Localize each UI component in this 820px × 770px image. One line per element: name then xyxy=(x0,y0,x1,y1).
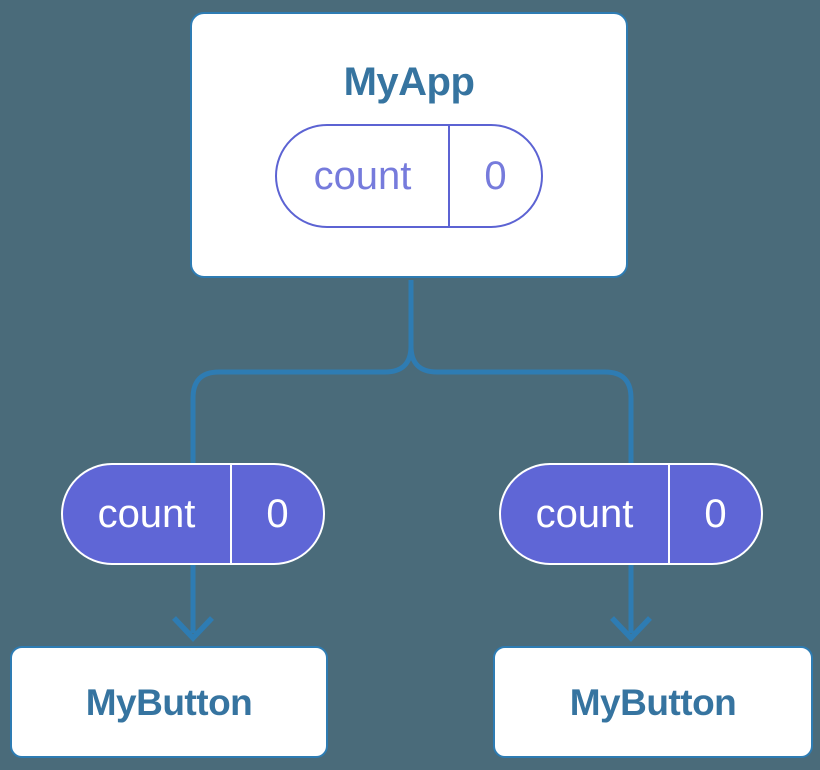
right-branch-line xyxy=(408,345,634,633)
left-arrowhead-icon xyxy=(172,616,214,642)
right-prop-pill: count 0 xyxy=(499,463,763,565)
state-pill-value: 0 xyxy=(448,126,541,226)
left-prop-pill: count 0 xyxy=(61,463,325,565)
right-child-card-title: MyButton xyxy=(569,681,737,723)
left-branch-line xyxy=(190,345,414,633)
right-arrowhead-icon xyxy=(610,616,652,642)
left-prop-pill-label: count xyxy=(97,492,196,536)
right-child-component-card: MyButton xyxy=(493,646,813,758)
root-state-pill: count 0 xyxy=(275,124,543,228)
left-prop-pill-value: 0 xyxy=(230,465,323,563)
left-child-component-card: MyButton xyxy=(10,646,328,758)
right-prop-pill-label: count xyxy=(535,492,634,536)
root-card-title: MyApp xyxy=(343,60,475,104)
root-component-card: MyApp count 0 xyxy=(190,12,628,278)
state-pill-label: count xyxy=(313,154,412,198)
left-child-card-title: MyButton xyxy=(85,681,253,723)
right-prop-pill-value: 0 xyxy=(668,465,761,563)
